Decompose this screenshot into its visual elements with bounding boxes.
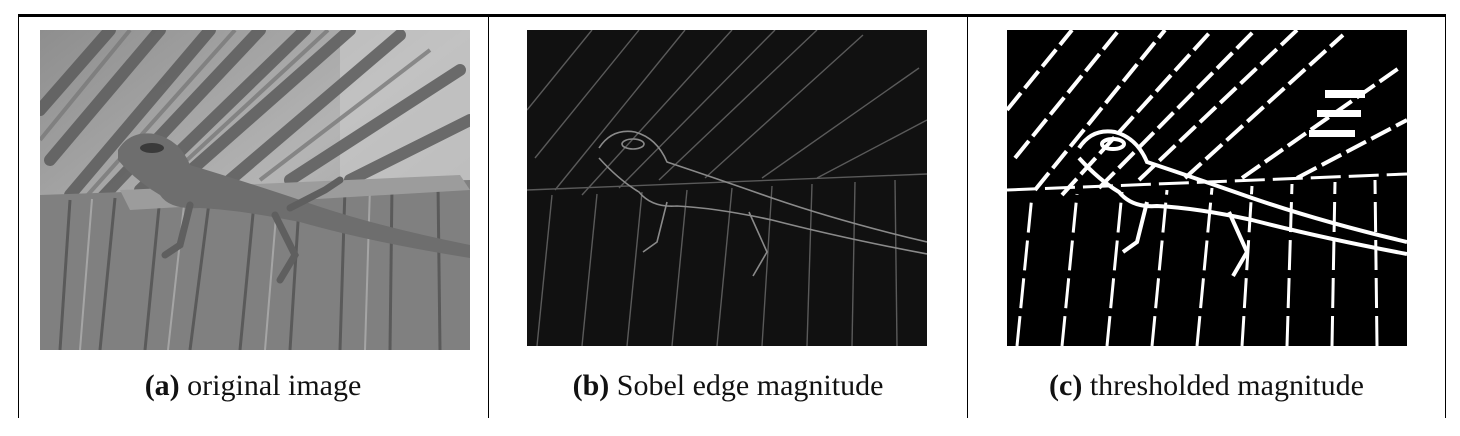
table-left-border xyxy=(18,14,19,418)
table-right-border xyxy=(1445,14,1446,418)
column-divider-2 xyxy=(967,14,968,418)
original-image xyxy=(40,30,470,350)
caption-a-label: (a) xyxy=(144,369,180,402)
caption-b-text: Sobel edge magnitude xyxy=(616,369,884,402)
figure-cell-a: (a) original image xyxy=(18,17,488,418)
caption-b: (b) Sobel edge magnitude xyxy=(489,369,967,403)
caption-a-text: original image xyxy=(187,369,362,402)
figure-cell-b: (b) Sobel edge magnitude xyxy=(489,17,967,418)
sobel-edge-image xyxy=(527,30,927,346)
caption-c-label: (c) xyxy=(1049,369,1083,402)
figure-cell-c: (c) thresholded magnitude xyxy=(968,17,1445,418)
thresholded-image xyxy=(1007,30,1407,346)
column-divider-1 xyxy=(488,14,489,418)
caption-c-text: thresholded magnitude xyxy=(1089,369,1364,402)
caption-a: (a) original image xyxy=(18,369,488,403)
figure-table: (a) original image xyxy=(18,14,1446,418)
table-top-rule xyxy=(18,14,1446,17)
caption-c: (c) thresholded magnitude xyxy=(968,369,1445,403)
caption-b-label: (b) xyxy=(572,369,610,402)
